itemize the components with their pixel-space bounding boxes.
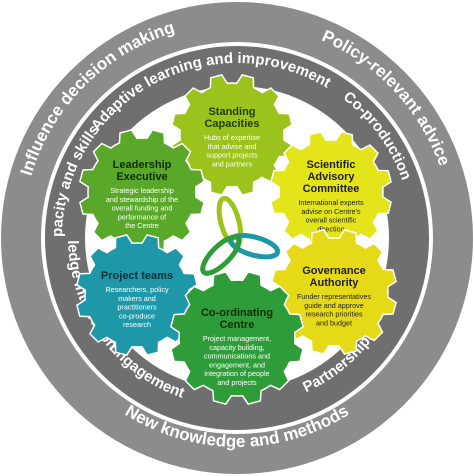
gear-scientific-shape [270,131,392,253]
gear-coordinating-shape [170,271,304,405]
gear-coordinating-description: Project management,capacity building,com… [203,334,271,387]
gear-project-shape [76,234,198,356]
gear-project-title: Project teams [101,270,173,282]
gear-leadership-shape [79,129,205,255]
center-logo-icon [200,195,281,276]
gear-standing-shape [171,74,293,196]
